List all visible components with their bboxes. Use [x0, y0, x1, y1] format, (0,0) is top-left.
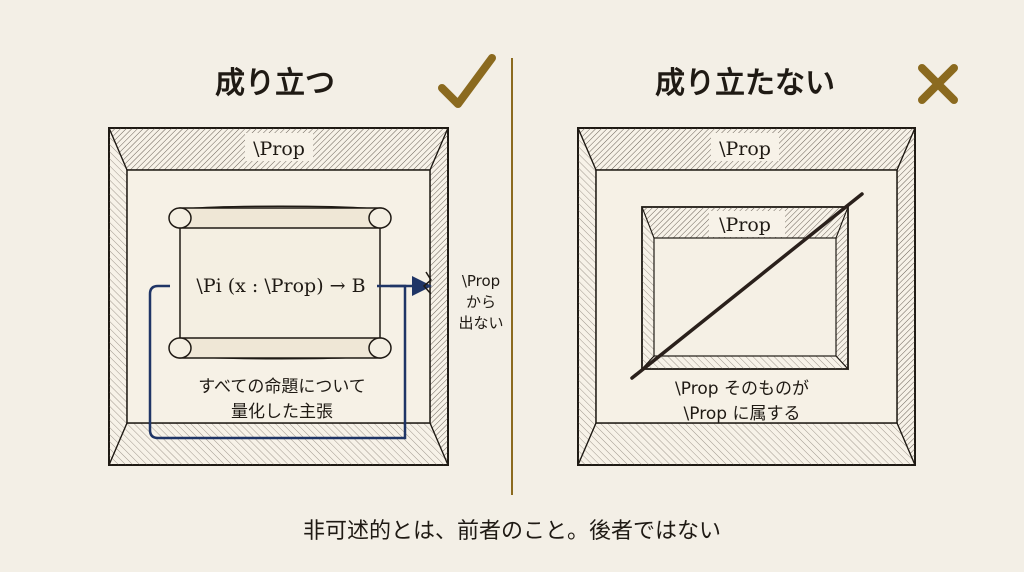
left-box-label-bg	[245, 133, 313, 161]
left-heading: 成り立つ	[215, 66, 335, 101]
nested-box-label-bg	[709, 211, 785, 237]
right-box-right-bevel	[896, 127, 916, 466]
cross-mark-icon	[918, 64, 958, 104]
boundary-notch-icon	[422, 271, 432, 295]
scope-note-line2: 量化した主張	[231, 402, 333, 422]
left-box-bottom-bevel	[108, 422, 449, 466]
right-box-left-bevel	[577, 127, 597, 466]
left-box-left-bevel	[108, 127, 128, 466]
nested-box-label: \Prop	[719, 214, 771, 236]
right-heading: 成り立たない	[655, 66, 835, 101]
left-box-label: \Prop	[253, 138, 305, 160]
check-mark-icon	[438, 54, 496, 108]
right-outer-box-label: \Prop	[719, 138, 771, 160]
side-note-line1: \Prop	[462, 272, 500, 290]
right-note-line2: \Prop に属する	[684, 404, 801, 424]
side-note-line3: 出ない	[458, 314, 503, 332]
scroll-icon	[168, 205, 392, 360]
left-panel: 成り立つ \Prop \Pi (x : \Prop) → B	[108, 54, 504, 466]
scope-note-line1: すべての命題について	[198, 377, 366, 397]
right-box-bottom-bevel	[577, 422, 916, 466]
scope-path	[148, 284, 407, 440]
bottom-caption: 非可述的とは、前者のこと。後者ではない	[303, 519, 721, 544]
scroll-text: \Pi (x : \Prop) → B	[196, 275, 365, 297]
side-note-line2: から	[466, 293, 496, 311]
right-box-label-bg	[711, 133, 779, 161]
left-box-right-bevel	[429, 127, 449, 466]
strike-through-line	[630, 192, 864, 380]
right-panel: 成り立たない \Prop \Prop \Prop そのものが \Prop に属す…	[577, 64, 958, 466]
right-note-line1: \Prop そのものが	[675, 379, 809, 399]
nested-bottom-bevel	[640, 355, 850, 370]
